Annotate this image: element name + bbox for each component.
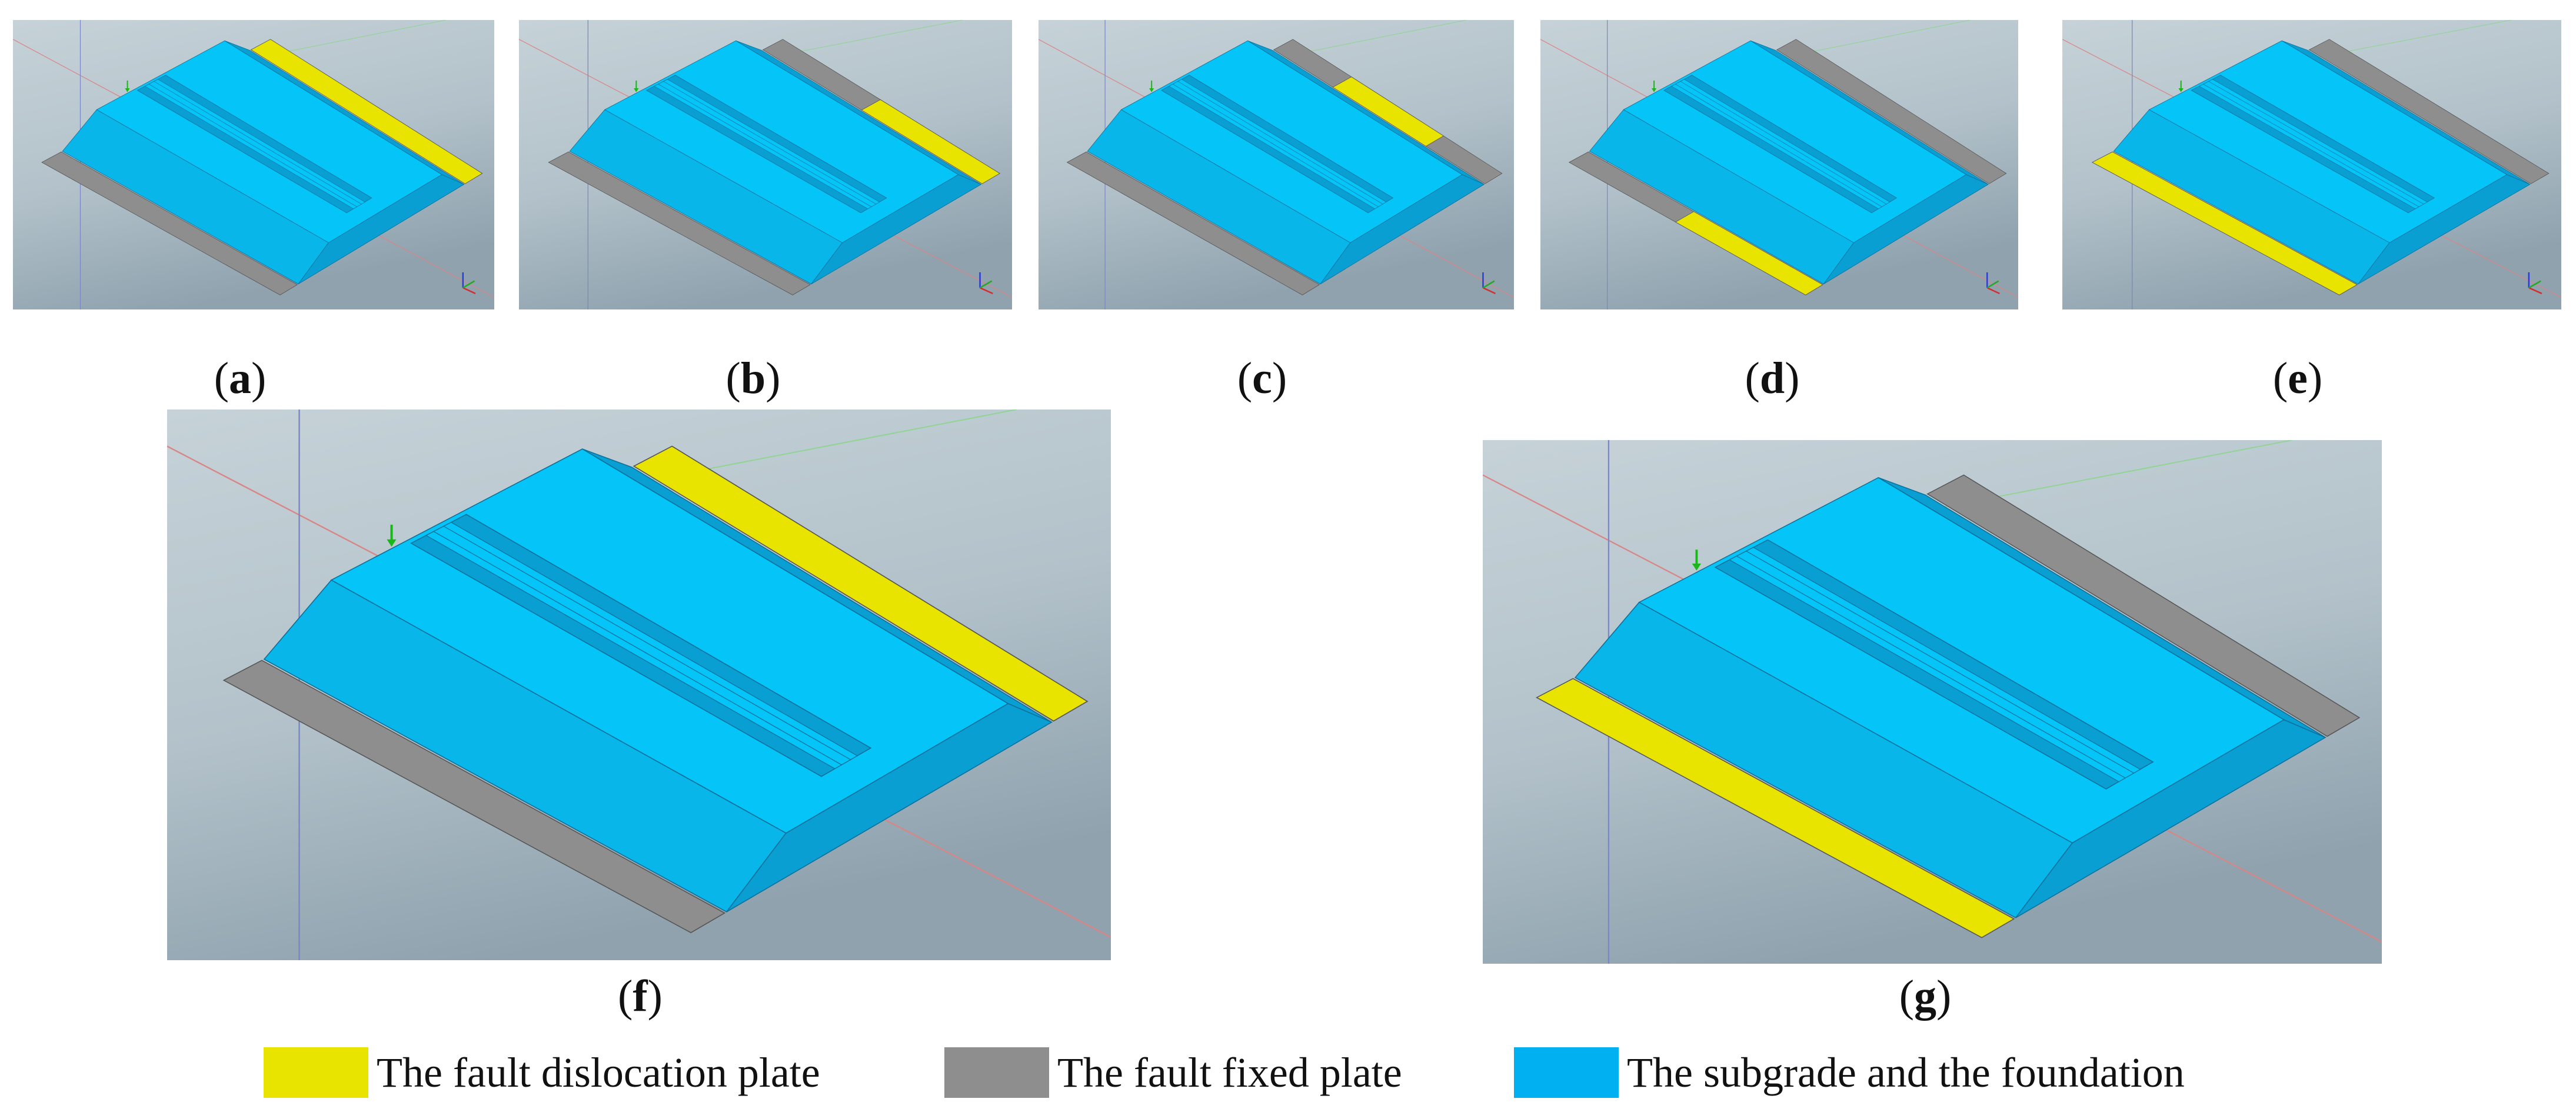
caption-b: (b) [725,354,781,403]
rail-line-2 [1177,81,1383,205]
fixed-plate [548,151,811,295]
panel-d-scene [1540,20,2018,309]
fixed-plate [1776,39,2007,184]
rail-line-1 [148,84,357,207]
caption-g: (g) [1899,971,1952,1021]
rail-line-2 [1746,551,2134,774]
track-bed-crown [1729,547,2141,783]
load-arrow-head [1692,563,1701,571]
dislocation-plate [1675,211,1823,295]
caption-d: (d) [1745,354,1800,403]
axis-y-icon [1986,280,1999,289]
rail-line-1 [1675,84,1882,207]
panel-g-scene [1483,440,2382,964]
track-bed-crown [1169,79,1387,209]
axis-x-icon [2528,287,2542,295]
panel-e-scene [2062,20,2561,309]
caption-c: (c) [1237,354,1287,403]
axis-y-icon [2528,280,2541,289]
axis-x-icon [1482,287,1496,295]
rail-line-1 [433,531,842,765]
rail-line-1 [658,84,872,207]
fixed-plate [1926,474,2361,737]
load-arrow-head [1149,88,1154,92]
legend-item-dislocation: The fault dislocation plate [264,1047,820,1098]
fixed-plate [41,151,298,295]
legend-swatch-dislocation [264,1047,368,1098]
caption-e: (e) [2272,354,2323,403]
axis-y-icon [462,280,475,289]
panel-b-scene [519,20,1012,309]
rail-line-2 [2208,81,2424,205]
rail-line-1 [1736,555,2126,778]
load-arrow-head [2178,88,2184,92]
panel-a-scene [13,20,494,309]
legend-label-fixed: The fault fixed plate [1057,1048,1402,1096]
fixed-plate [222,660,726,934]
rail-line-2 [443,525,851,760]
legend-swatch-fixed [944,1047,1049,1098]
caption-f: (f) [618,971,663,1021]
track-bed-crown [144,79,365,209]
fixed-plate [2308,39,2550,184]
track-bed-crown [654,79,880,209]
load-arrow-head [125,88,130,92]
fixed-plate [1066,151,1320,295]
load-arrow-head [1652,88,1657,92]
axis-y-icon [979,280,993,289]
axis-x-icon [462,287,476,295]
dislocation-plate [250,39,483,184]
track-bed-crown [1671,79,1891,209]
legend-swatch-subgrade [1514,1047,1619,1098]
dislocation-plate [861,99,1000,184]
rail-line-2 [663,81,876,205]
rail-line-1 [2203,84,2419,207]
rail-line-1 [1173,84,1379,207]
panel-f-scene [167,409,1111,960]
load-arrow-head [387,539,397,547]
rail-line-2 [154,81,362,205]
rail-line-2 [1680,81,1887,205]
dislocation-plate [2091,151,2358,295]
axis-y-icon [1482,280,1495,289]
legend-item-subgrade: The subgrade and the foundation [1514,1047,2185,1098]
load-arrow-head [634,88,639,92]
legend-item-fixed: The fault fixed plate [944,1047,1402,1098]
dislocation-plate [1332,76,1445,147]
legend-label-subgrade: The subgrade and the foundation [1627,1048,2185,1096]
axis-x-icon [1986,287,2000,295]
dislocation-plate [633,445,1089,722]
dislocation-plate [1536,678,2015,938]
track-bed-crown [2199,79,2428,209]
axis-x-icon [980,287,993,295]
legend-label-dislocation: The fault dislocation plate [377,1048,820,1096]
caption-a: (a) [214,354,267,403]
track-bed-crown [425,522,858,770]
panel-c-scene [1039,20,1514,309]
